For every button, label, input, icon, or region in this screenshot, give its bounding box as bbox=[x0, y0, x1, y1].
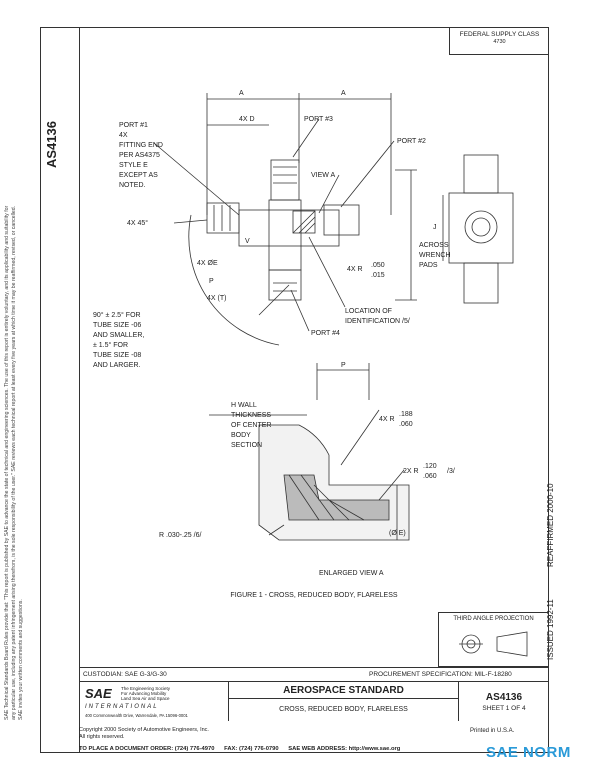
port4-label: PORT #4 bbox=[311, 330, 340, 337]
r-tol-top: .050 bbox=[371, 262, 385, 269]
h-wall-5: SECTION bbox=[231, 442, 262, 449]
order-label: TO PLACE A DOCUMENT ORDER: bbox=[79, 746, 174, 752]
projection-symbol-icon bbox=[459, 631, 528, 657]
copyright: Copyright 2000 Society of Automotive Eng… bbox=[79, 727, 209, 733]
r-188-bottom: .060 bbox=[399, 421, 413, 428]
sae-norm-watermark: SAE NORM bbox=[486, 744, 571, 761]
r-188-label: 4X R bbox=[379, 416, 395, 423]
tube-note-2: TUBE SIZE -06 bbox=[93, 322, 141, 329]
location-id-1: LOCATION OF bbox=[345, 308, 392, 315]
document-number: AS4136 bbox=[485, 692, 523, 703]
web-label: SAE WEB ADDRESS: bbox=[288, 746, 348, 752]
dim-j: J bbox=[433, 224, 437, 231]
standard-box: AEROSPACE STANDARD CROSS, REDUCED BODY, … bbox=[229, 682, 459, 721]
h-wall-1: H WALL bbox=[231, 402, 257, 409]
dim-4x-d: 4X D bbox=[239, 116, 255, 123]
federal-supply-class-label: FEDERAL SUPPLY CLASS bbox=[459, 31, 540, 38]
dim-4x-r: 4X R bbox=[347, 266, 363, 273]
tube-note-3: AND SMALLER, bbox=[93, 332, 144, 339]
sae-tagline-2: For Advancing Mobility bbox=[121, 691, 167, 696]
web-address[interactable]: http://www.sae.org bbox=[348, 746, 401, 752]
h-wall-2: THICKNESS bbox=[231, 412, 271, 419]
custodian: CUSTODIAN: SAE G-3/G-30 bbox=[83, 671, 167, 678]
title-block-main: SAE The Engineering Society For Advancin… bbox=[79, 681, 549, 721]
across-2: WRENCH bbox=[419, 252, 451, 259]
sheet-number: SHEET 1 OF 4 bbox=[482, 705, 526, 712]
sae-international: INTERNATIONAL bbox=[85, 704, 159, 710]
dim-4x-e: 4X ØE bbox=[197, 260, 218, 267]
tube-note-5: TUBE SIZE -08 bbox=[93, 352, 141, 359]
angle-45: 4X 45° bbox=[127, 219, 148, 227]
sae-logo-box: SAE The Engineering Society For Advancin… bbox=[79, 682, 229, 721]
sae-tagline: The Engineering Society For Advancing Mo… bbox=[121, 686, 170, 701]
across-1: ACROSS bbox=[419, 242, 449, 249]
r-120-note: /3/ bbox=[447, 468, 455, 475]
drawing-sheet-frame bbox=[79, 27, 549, 753]
federal-supply-class-code: 4730 bbox=[493, 39, 506, 45]
dim-v: V bbox=[245, 238, 250, 245]
standard-type: AEROSPACE STANDARD bbox=[229, 685, 458, 699]
r-tol-bottom: .015 bbox=[371, 272, 385, 279]
fax-number: (724) 776-0790 bbox=[238, 746, 279, 752]
h-wall-3: OF CENTER bbox=[231, 422, 271, 429]
port1-label: PORT #1 bbox=[119, 122, 148, 129]
r-120-bottom: .060 bbox=[423, 473, 437, 480]
sae-tagline-3: Land Sea Air and Space bbox=[121, 696, 170, 701]
engineering-drawing: A A 4X D PORT #1 4X FITTING END PER AS43… bbox=[93, 90, 514, 577]
dim-4x-t: 4X (T) bbox=[207, 295, 226, 302]
third-angle-projection-label: THIRD ANGLE PROJECTION bbox=[453, 616, 534, 622]
across-3: PADS bbox=[419, 262, 438, 269]
port1-note-4: STYLE E bbox=[119, 162, 148, 169]
port1-note-3: PER AS4375 bbox=[119, 152, 160, 159]
order-line: TO PLACE A DOCUMENT ORDER: (724) 776-497… bbox=[79, 746, 549, 752]
rights: All rights reserved. bbox=[79, 734, 125, 740]
standard-title: CROSS, REDUCED BODY, FLARELESS bbox=[279, 706, 408, 713]
procurement-specification: PROCUREMENT SPECIFICATION: MIL-F-18280 bbox=[369, 671, 512, 678]
port3-label: PORT #3 bbox=[304, 116, 333, 123]
sae-tagline-1: The Engineering Society bbox=[121, 686, 171, 691]
disclaimer-text: SAE Technical Standards Board Rules prov… bbox=[4, 205, 24, 720]
tube-note-1: 90° ± 2.5° FOR bbox=[93, 311, 141, 319]
dim-phi-e: (Ø E) bbox=[389, 530, 406, 537]
sae-address: 400 Commonwealth Drive, Warrendale, PA 1… bbox=[85, 713, 188, 718]
fax-label: FAX: bbox=[224, 746, 238, 752]
port2-label: PORT #2 bbox=[397, 138, 426, 145]
port1-note-5: EXCEPT AS bbox=[119, 172, 158, 179]
order-phone: (724) 776-4970 bbox=[174, 746, 215, 752]
port1-note-1: 4X bbox=[119, 132, 128, 139]
tube-note-4: ± 1.5° FOR bbox=[93, 341, 128, 349]
h-wall-4: BODY bbox=[231, 432, 251, 439]
r-120-top: .120 bbox=[423, 463, 437, 470]
third-angle-projection-box: THIRD ANGLE PROJECTION bbox=[438, 612, 549, 667]
printed-in: Printed in U.S.A. bbox=[470, 728, 515, 734]
view-a-label: VIEW A bbox=[311, 172, 335, 179]
figure-caption: FIGURE 1 - CROSS, REDUCED BODY, FLARELES… bbox=[230, 592, 398, 599]
dim-p: P bbox=[209, 278, 214, 285]
sae-logo-text: SAE bbox=[85, 686, 112, 701]
port1-note-6: NOTED. bbox=[119, 182, 146, 189]
document-number-vertical: AS4136 bbox=[44, 121, 59, 169]
copyright-block: Copyright 2000 Society of Automotive Eng… bbox=[79, 727, 549, 741]
r-188-top: .188 bbox=[399, 411, 413, 418]
dim-a-left: A bbox=[239, 90, 244, 97]
document-number-box: AS4136 SHEET 1 OF 4 bbox=[459, 682, 549, 721]
port1-note-2: FITTING END bbox=[119, 142, 163, 149]
r-120-label: 2X R bbox=[403, 468, 419, 475]
location-id-2: IDENTIFICATION /5/ bbox=[345, 318, 410, 325]
left-strip bbox=[40, 27, 79, 753]
federal-supply-class-box: FEDERAL SUPPLY CLASS 4730 bbox=[449, 27, 549, 55]
r-030-label: R .030-.25 /6/ bbox=[159, 532, 201, 539]
dim-a-right: A bbox=[341, 90, 346, 97]
enlarged-view-label: ENLARGED VIEW A bbox=[319, 570, 384, 577]
custodian-row: CUSTODIAN: SAE G-3/G-30 PROCUREMENT SPEC… bbox=[79, 667, 549, 681]
dim-p2: P bbox=[341, 362, 346, 369]
tube-note-6: AND LARGER. bbox=[93, 362, 141, 369]
